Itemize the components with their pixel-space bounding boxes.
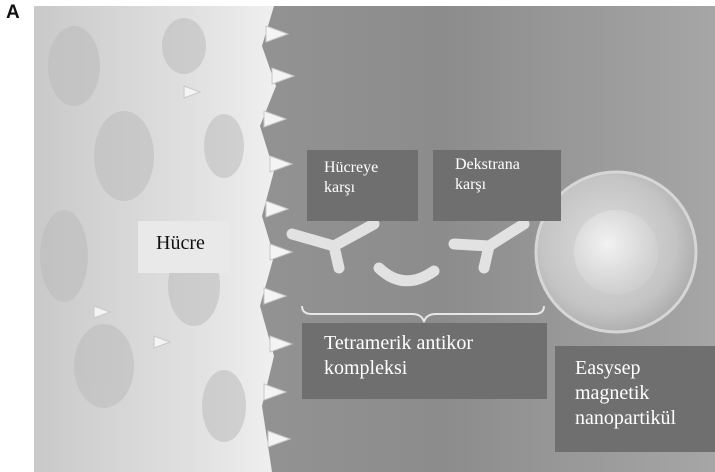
label-tetrameric-complex: Tetramerik antikor kompleksi xyxy=(302,323,547,399)
label-cell: Hücre xyxy=(138,221,230,273)
label-anti-dextran: Dekstrana karşı xyxy=(433,150,561,221)
label-nanoparticle: Easysep magnetik nanopartikül xyxy=(555,346,715,452)
label-anti-cell: Hücreye karşı xyxy=(307,150,418,221)
panel-letter: A xyxy=(6,2,20,24)
